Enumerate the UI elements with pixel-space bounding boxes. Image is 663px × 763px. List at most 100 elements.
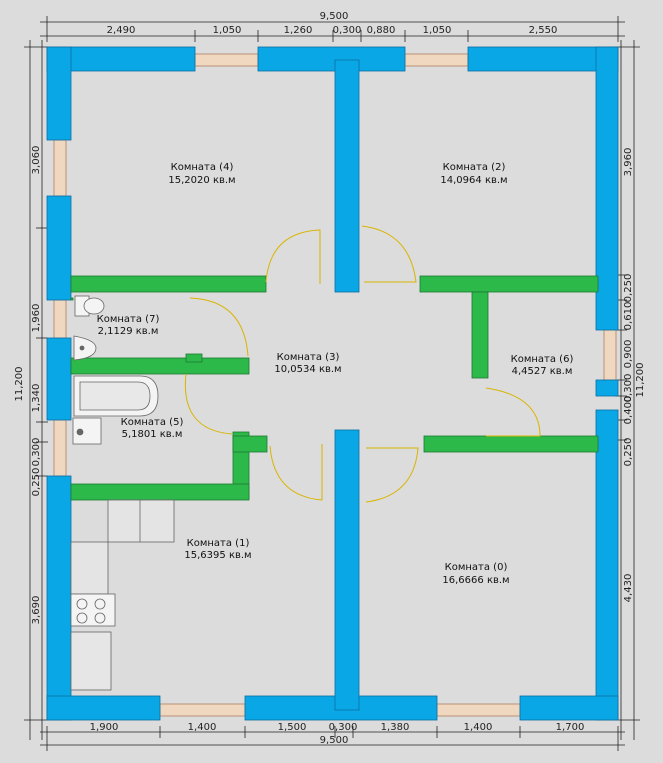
dim-top-1: 1,050 <box>213 25 242 36</box>
room-name: Комната (4) <box>171 162 234 173</box>
dim-right-5: 0,400 <box>623 396 634 425</box>
dimensions-top: 9,500 2,490 1,050 1,260 0,300 0,880 1,05… <box>107 11 558 36</box>
room-name: Комната (1) <box>187 538 250 549</box>
window-left-upper <box>53 139 67 197</box>
wall-left-4 <box>46 475 72 721</box>
wall-right-2 <box>595 379 619 397</box>
room-0: Комната (0) 16,6666 кв.м <box>442 562 509 586</box>
wall-room4-bottom <box>70 275 267 293</box>
dim-right-0: 3,960 <box>623 148 634 177</box>
dim-right-1: 0,250 <box>623 274 634 303</box>
inner-walls <box>70 275 599 501</box>
wall-toilet-top <box>70 297 74 301</box>
room-name: Комната (2) <box>443 162 506 173</box>
room-1: Комната (1) 15,6395 кв.м <box>184 538 251 561</box>
dim-bottom-2: 1,500 <box>278 722 307 733</box>
door-room2 <box>361 225 417 283</box>
room-name: Комната (6) <box>511 354 574 365</box>
dim-top-4: 0,880 <box>367 25 396 36</box>
dim-bottom-total: 9,500 <box>320 735 349 746</box>
door-room4 <box>265 229 321 284</box>
room-area: 10,0534 кв.м <box>274 364 341 375</box>
room-6: Комната (6) 4,4527 кв.м <box>511 354 574 377</box>
door-room0 <box>365 447 419 503</box>
dim-bottom-1: 1,400 <box>188 722 217 733</box>
window-top-left <box>194 53 259 67</box>
bathtub-icon <box>73 375 159 417</box>
door-room7 <box>189 297 249 357</box>
dim-right-2: 0,610 <box>623 302 634 331</box>
wall-left-2 <box>46 195 72 301</box>
wall-left-1 <box>46 46 72 141</box>
sink-icon <box>72 417 102 445</box>
wall-top-3 <box>467 46 619 72</box>
wall-top-1 <box>46 46 196 72</box>
window-right-small <box>603 329 617 381</box>
wall-top-2 <box>257 46 406 72</box>
room-area: 4,4527 кв.м <box>512 366 573 377</box>
room-area: 2,1129 кв.м <box>98 326 159 337</box>
dim-left-1: 1,960 <box>31 304 42 333</box>
kitchen-counter <box>70 499 175 595</box>
wall-center-top <box>334 59 360 293</box>
wall-room2-bottom <box>419 275 599 293</box>
door-room5 <box>184 373 233 435</box>
dimensions-left: 11,200 3,060 1,960 1,340 0,300 0,250 3,6… <box>14 146 42 625</box>
wall-bottom-1 <box>46 695 161 721</box>
room-name: Комната (5) <box>121 417 184 428</box>
dim-top-2: 1,260 <box>284 25 313 36</box>
room-7: Комната (7) 2,1129 кв.м <box>97 314 160 337</box>
wall-right-1 <box>595 46 619 331</box>
wall-right-3 <box>595 409 619 721</box>
room-area: 5,1801 кв.м <box>122 429 183 440</box>
window-left-bath <box>53 299 67 339</box>
room-name: Комната (0) <box>445 562 508 573</box>
room-area: 16,6666 кв.м <box>442 575 509 586</box>
outer-walls <box>46 46 619 721</box>
dim-right-7: 4,430 <box>623 574 634 603</box>
dimension-lines <box>24 16 640 751</box>
sink-icon <box>73 335 97 361</box>
dim-bottom-5: 1,400 <box>464 722 493 733</box>
dim-top-3: 0,300 <box>333 25 362 36</box>
room-area: 14,0964 кв.м <box>440 175 507 186</box>
wall-kitchen-top <box>70 483 250 501</box>
room-2: Комната (2) 14,0964 кв.м <box>440 162 507 186</box>
fixtures <box>70 295 175 691</box>
dim-bottom-3: 0,300 <box>329 722 358 733</box>
wall-bath-top <box>70 357 250 375</box>
wall-room6-bottom <box>423 435 599 453</box>
wall-left-3 <box>46 337 72 421</box>
dim-top-5: 1,050 <box>423 25 452 36</box>
window-bottom-left <box>159 703 246 717</box>
window-bottom-right <box>436 703 521 717</box>
dimensions-bottom: 1,900 1,400 1,500 0,300 1,380 1,400 1,70… <box>90 722 585 746</box>
door-room1 <box>269 444 323 501</box>
dim-left-5: 3,690 <box>31 596 42 625</box>
wall-bath-stub <box>185 353 203 363</box>
dim-right-total: 11,200 <box>635 363 646 398</box>
doors <box>184 225 541 503</box>
dim-top-total: 9,500 <box>320 11 349 22</box>
wall-bottom-3 <box>519 695 619 721</box>
dim-bottom-6: 1,700 <box>556 722 585 733</box>
oven-icon <box>70 631 112 691</box>
stove-icon <box>70 593 116 627</box>
window-top-right <box>404 53 469 67</box>
room-name: Комната (7) <box>97 314 160 325</box>
wall-room6-left <box>471 291 489 379</box>
room-4: Комната (4) 15,2020 кв.м <box>168 162 235 186</box>
room-area: 15,6395 кв.м <box>184 550 251 561</box>
room-area: 15,2020 кв.м <box>168 175 235 186</box>
dim-left-3: 0,300 <box>31 438 42 467</box>
door-room6 <box>485 387 541 437</box>
dim-top-0: 2,490 <box>107 25 136 36</box>
dim-right-6: 0,250 <box>623 438 634 467</box>
dim-left-total: 11,200 <box>14 367 25 402</box>
dim-top-6: 2,550 <box>529 25 558 36</box>
dimensions-right: 3,960 0,250 0,610 0,900 0,300 0,400 0,25… <box>623 148 646 603</box>
dim-bottom-4: 1,380 <box>381 722 410 733</box>
room-name: Комната (3) <box>277 352 340 363</box>
room-3: Комната (3) 10,0534 кв.м <box>274 352 341 375</box>
